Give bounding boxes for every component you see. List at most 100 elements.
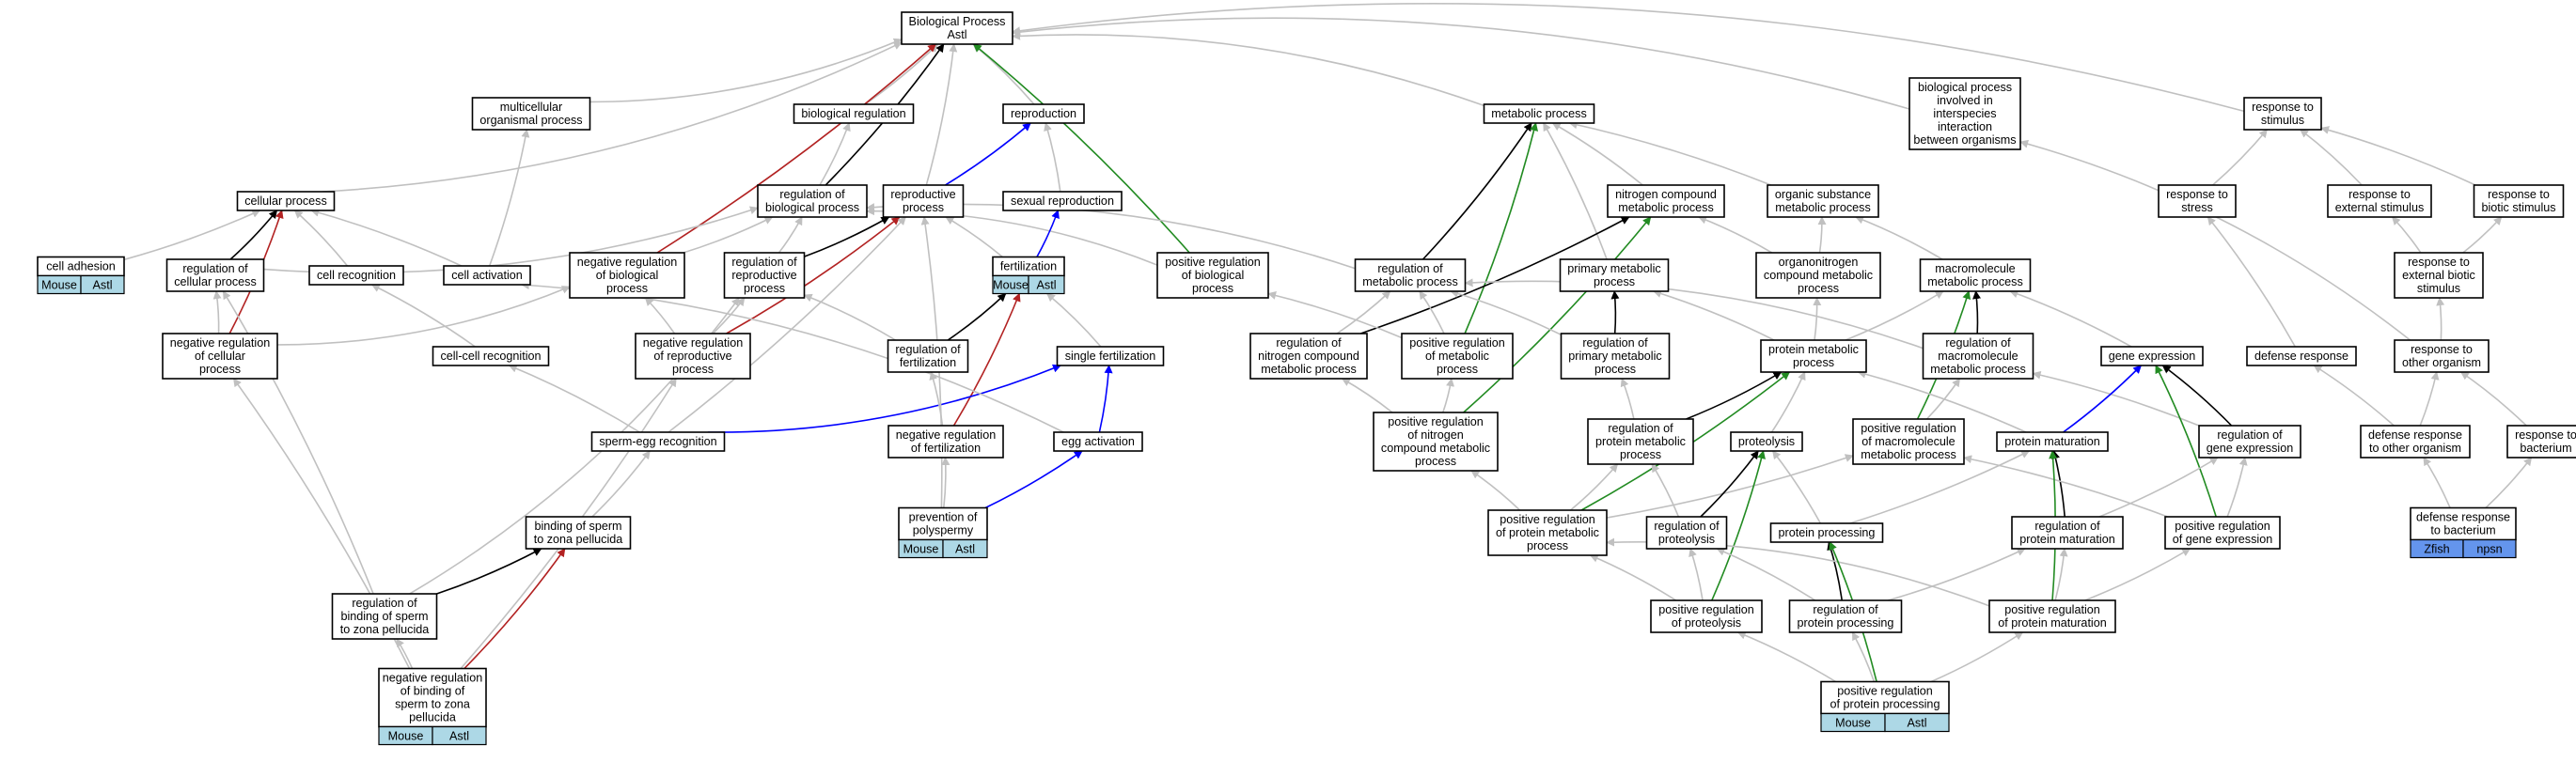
node-cellrecog[interactable]: cell recognition bbox=[308, 265, 404, 286]
node-label-line: defense response bbox=[2416, 511, 2510, 524]
edge-respext-to-respstim bbox=[2300, 129, 2363, 186]
annotation-chip[interactable] bbox=[1028, 274, 1065, 295]
node-proteolysis[interactable]: proteolysis bbox=[1730, 431, 1803, 452]
node-protproc[interactable]: protein processing bbox=[1769, 522, 1884, 543]
node-box bbox=[1002, 191, 1123, 211]
node-protmat[interactable]: protein maturation bbox=[1996, 431, 2109, 452]
node-label-line: of protein processing bbox=[1830, 698, 1940, 711]
node-label-line: metabolic process bbox=[1861, 448, 1956, 461]
node-cellcell[interactable]: cell-cell recognition bbox=[432, 346, 550, 366]
node-singlefert[interactable]: single fertilization bbox=[1056, 346, 1165, 366]
node-bioreg[interactable]: biological regulation bbox=[793, 103, 915, 124]
annotation-chip[interactable] bbox=[80, 274, 125, 295]
edge-posregprotmat-to-posreggene bbox=[2084, 548, 2191, 601]
node-reproduction[interactable]: reproduction bbox=[1002, 103, 1085, 124]
node-box bbox=[2506, 425, 2576, 459]
edge-negregbinding-to-bindingsperm bbox=[463, 548, 566, 670]
node-box bbox=[1908, 77, 2021, 150]
edge-negregrepro-to-reproductive bbox=[726, 216, 901, 334]
node-cellact[interactable]: cell activation bbox=[443, 265, 531, 286]
annotation-chip[interactable] bbox=[2462, 538, 2517, 559]
node-label-line: metabolic process bbox=[1618, 201, 1714, 214]
node-label-line: process bbox=[1594, 275, 1635, 288]
annotation-chip[interactable] bbox=[1884, 712, 1950, 733]
annotation-chip[interactable] bbox=[432, 725, 487, 746]
annotation-chip[interactable] bbox=[942, 538, 988, 559]
node-sexual[interactable]: sexual reproduction bbox=[1002, 191, 1123, 211]
edge-regproteolysis-to-proteolysis bbox=[1700, 450, 1759, 518]
node-label-line: of protein maturation bbox=[1998, 616, 2107, 630]
node-box bbox=[1769, 522, 1884, 543]
edge-cellact-to-cellular bbox=[310, 208, 463, 267]
edge-protmat-to-proteinmeta bbox=[1857, 369, 2027, 433]
node-box bbox=[757, 184, 868, 218]
edge-negregrepro-to-regrepro bbox=[712, 297, 746, 334]
edge-celladhesion-to-cellular bbox=[123, 210, 261, 261]
node-label-line: interaction bbox=[1938, 120, 1992, 133]
node-eggact[interactable]: egg activation bbox=[1053, 431, 1143, 452]
node-metabolic[interactable]: metabolic process bbox=[1483, 103, 1595, 124]
edge-primary-to-metabolic bbox=[1543, 122, 1608, 260]
node-cellular[interactable]: cellular process bbox=[236, 191, 336, 211]
edge-posreggene-to-geneexpr bbox=[2155, 365, 2217, 518]
edge-posregprotmeta-to-posregnitro bbox=[1470, 470, 1521, 511]
node-label-line: process bbox=[1798, 282, 1839, 295]
node-defense[interactable]: defense response bbox=[2246, 346, 2357, 366]
node-spermegg[interactable]: sperm-egg recognition bbox=[590, 431, 726, 452]
edge-bindingsperm-to-spermegg bbox=[591, 450, 651, 518]
node-geneexpr[interactable]: gene expression bbox=[2100, 346, 2204, 366]
